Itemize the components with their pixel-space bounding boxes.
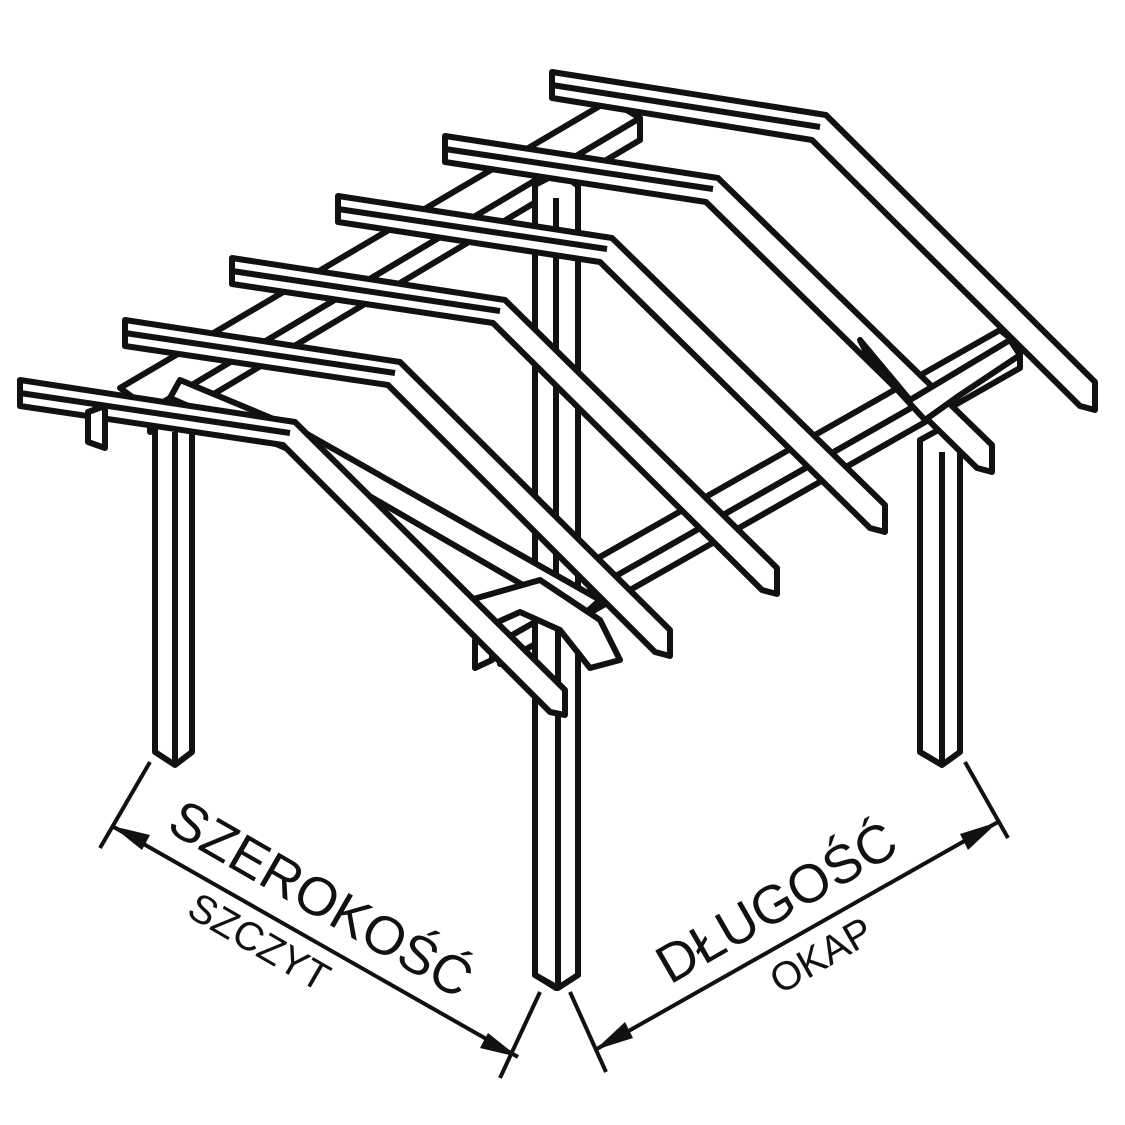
length-dimension bbox=[568, 761, 1010, 1073]
width-dimension bbox=[98, 760, 542, 1079]
rafter-2 bbox=[122, 317, 673, 659]
post-right bbox=[917, 425, 963, 768]
post-left bbox=[152, 405, 195, 768]
rafter-4 bbox=[335, 193, 888, 535]
rafter-3 bbox=[229, 255, 780, 597]
rafter-5 bbox=[442, 133, 995, 475]
back-gable-truss bbox=[857, 337, 1023, 423]
rafter-6 bbox=[549, 69, 1098, 413]
rafter-1 bbox=[17, 377, 568, 718]
